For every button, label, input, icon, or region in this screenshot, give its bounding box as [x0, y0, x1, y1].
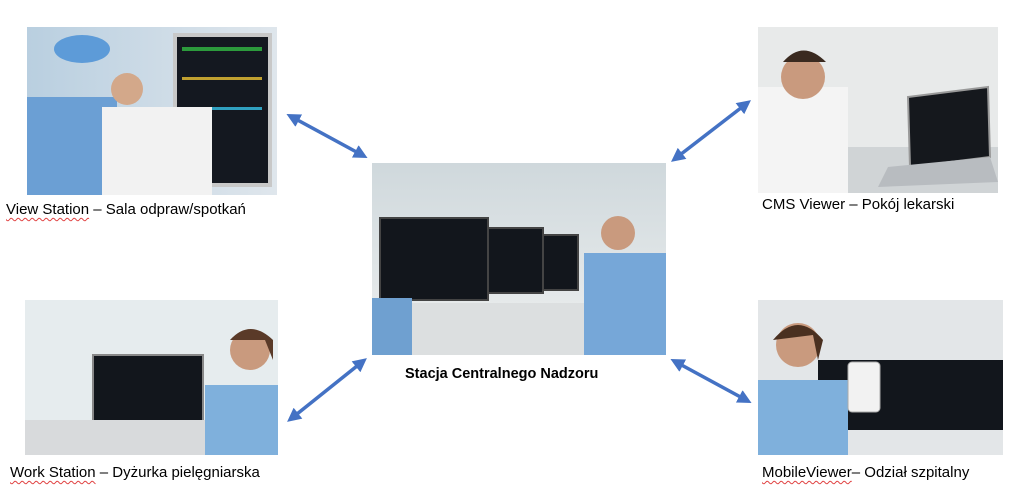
central-station-photo: [372, 163, 666, 355]
central-station-label: Stacja Centralnego Nadzoru: [405, 366, 599, 382]
work-station-label: Work Station – Dyżurka pielęgniarska: [10, 464, 260, 481]
arrow-work-station: [287, 358, 367, 422]
work-station-photo: [25, 300, 278, 455]
cms-viewer-label: CMS Viewer – Pokój lekarski: [762, 196, 955, 213]
arrow-cms-viewer: [671, 100, 751, 162]
arrow-mobile-viewer: [670, 358, 752, 404]
mobile-viewer-label: MobileViewer– Odział szpitalny: [762, 464, 970, 481]
mobile-viewer-photo: [758, 300, 1003, 455]
cms-viewer-photo: [758, 27, 998, 193]
view-station-photo: [27, 27, 277, 195]
view-station-label: View Station – Sala odpraw/spotkań: [6, 201, 246, 218]
arrow-view-station: [286, 113, 368, 159]
